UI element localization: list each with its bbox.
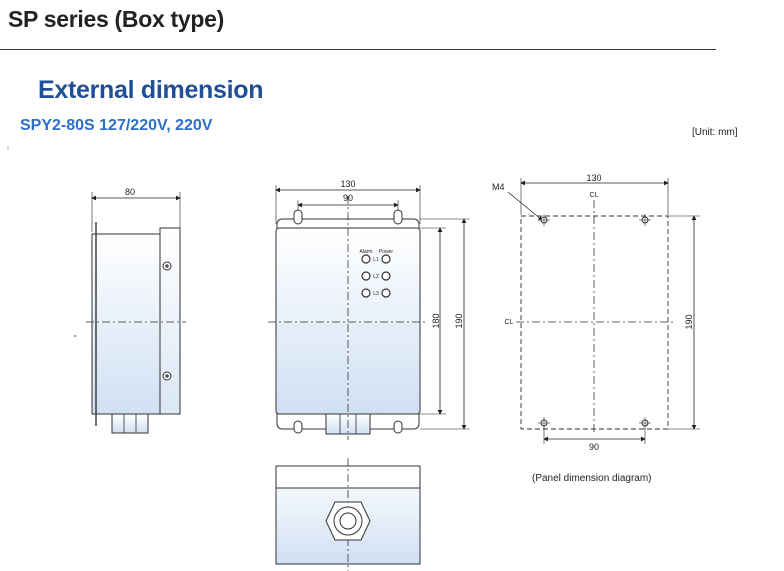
panel-hole-spacing-label: 90 [589,442,599,452]
phase-label-l2: L2 [373,274,379,280]
alarm-label: Alarm [359,249,372,255]
mounting-hole [639,417,651,429]
panel-caption: (Panel dimension diagram) [532,473,652,484]
side-width-label: 80 [125,187,135,197]
front-inner-height-label: 180 [431,313,441,328]
phase-label-l3: L3 [373,291,379,297]
bottom-view [275,458,421,571]
front-width-label: 130 [340,179,355,189]
centerline-symbol-top: CL [590,192,599,199]
panel-width-label: 130 [586,173,601,183]
mounting-hole [538,417,550,429]
side-view: 80 [86,187,186,434]
mounting-hole [538,214,550,226]
indicator-l3: L3 [361,288,391,298]
power-label: Power [379,249,394,255]
title-divider [0,49,716,50]
indicator-l2: L2 [361,271,391,281]
indicator-l1: L1 [361,254,391,264]
model-label: SPY2-80S 127/220V, 220V [20,117,213,134]
panel-dimension-diagram: 130 M4 CL CL [492,173,700,452]
page-title: SP series (Box type) [8,6,225,32]
mounting-hole [639,214,651,226]
phase-label-l1: L1 [373,257,379,263]
panel-height-label: 190 [684,314,694,329]
centerline-symbol-left: CL [505,319,514,326]
section-title: External dimension [38,76,264,104]
unit-label: [Unit: mm] [692,127,738,138]
front-view: 130 90 Alarm Power L1 L2 [268,179,470,440]
front-height-label: 190 [454,313,464,328]
screw-label: M4 [492,182,505,192]
